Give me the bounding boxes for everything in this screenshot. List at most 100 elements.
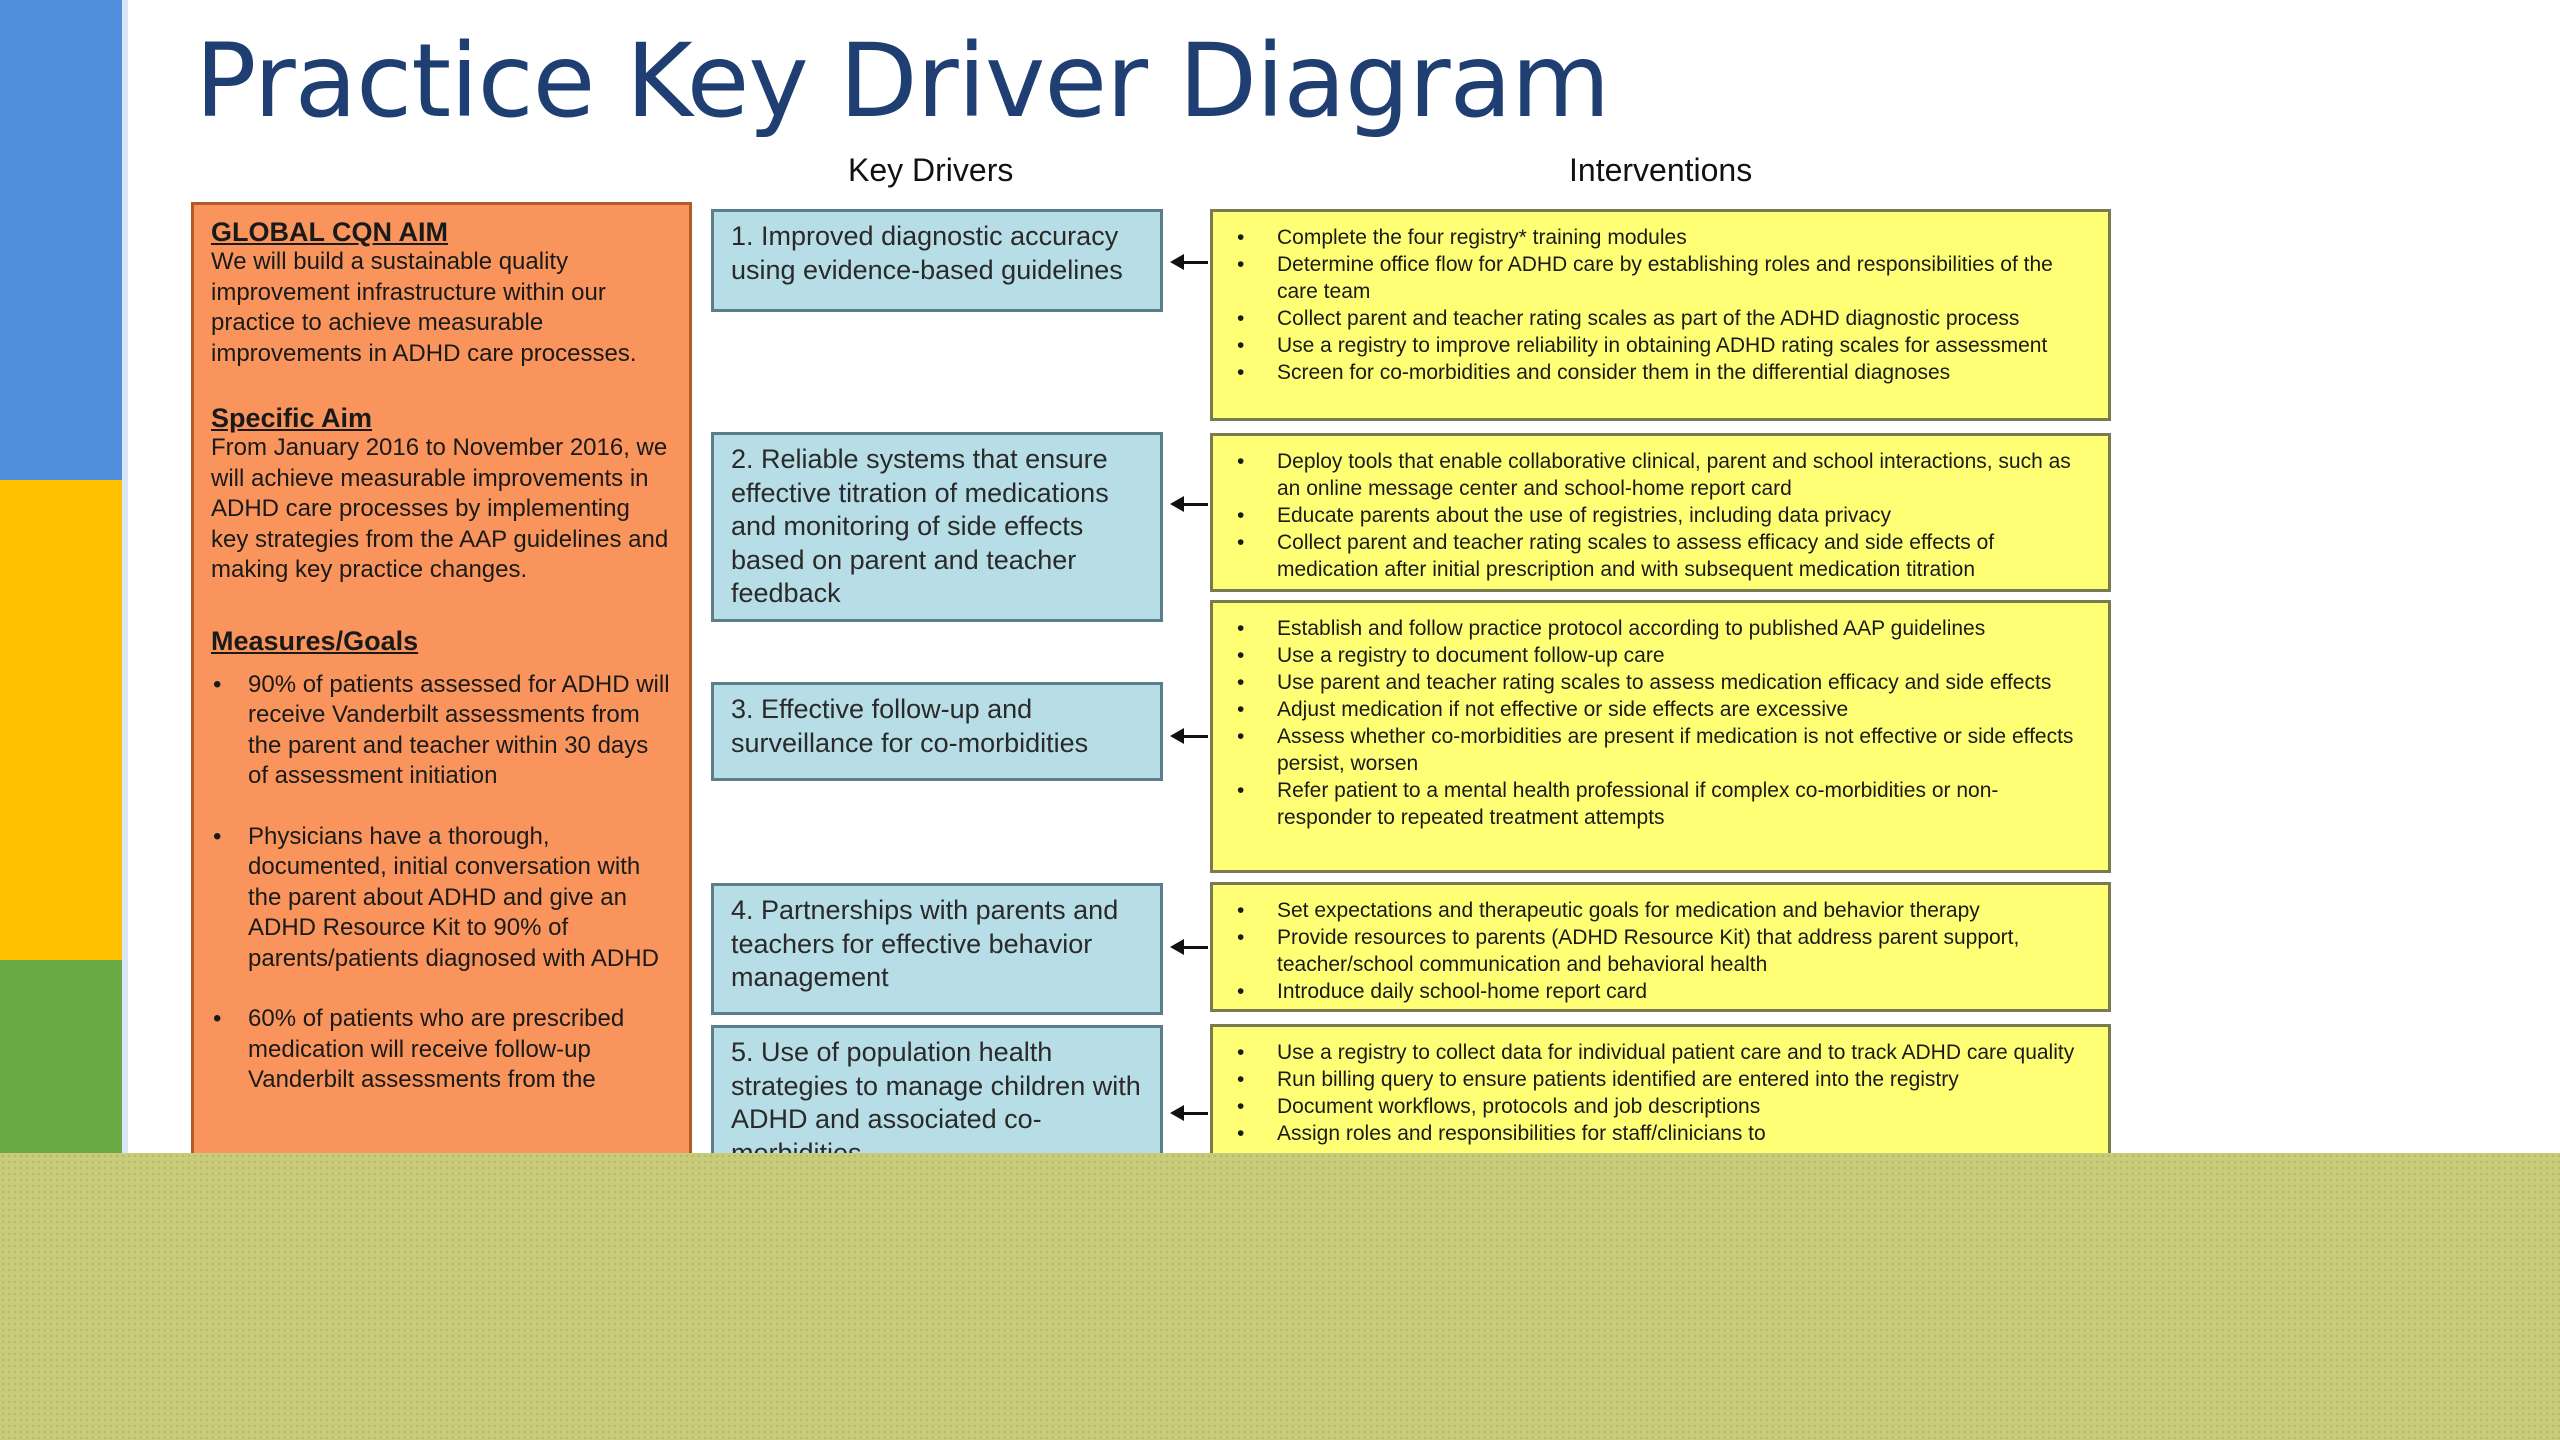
key-drivers-header: Key Drivers [848, 152, 1014, 188]
intervention-text: Screen for co-morbidities and consider t… [1277, 361, 1951, 384]
intervention-item: • Complete the four registry* training mo… [1231, 224, 2088, 251]
aim-box: GLOBAL CQN AIM We will build a sustainab… [191, 202, 692, 1170]
intervention-text: Assign roles and responsibilities for st… [1277, 1122, 1766, 1145]
intervention-item: • Document workflows, protocols and job d… [1231, 1093, 2088, 1120]
driver-box-1: 1. Improved diagnostic accuracy using ev… [711, 209, 1163, 312]
intervention-text: Use parent and teacher rating scales to … [1277, 671, 2052, 694]
intervention-item: • Set expectations and therapeutic goals … [1231, 897, 2088, 924]
left-arrow-icon [1170, 1103, 1210, 1123]
bullet-glyph: • [1237, 1041, 1245, 1064]
measures-list: • 90% of patients assessed for ADHD will … [211, 670, 672, 1096]
bullet-glyph: • [1237, 926, 1245, 949]
bullet-glyph: • [1237, 698, 1245, 721]
intervention-text: Document workflows, protocols and job de… [1277, 1095, 1761, 1118]
intervention-item: • Educate parents about the use of regist… [1231, 502, 2088, 529]
interventions-header: Interventions [1569, 152, 1753, 188]
left-arrow-icon [1170, 726, 1210, 746]
intervention-item: • Collect parent and teacher rating scale… [1231, 305, 2088, 332]
intervention-item: • Use a registry to document follow-up ca… [1231, 642, 2088, 669]
bullet-glyph: • [1237, 1095, 1245, 1118]
intervention-text: Set expectations and therapeutic goals f… [1277, 899, 1980, 922]
intervention-item: • Deploy tools that enable collaborative … [1231, 448, 2088, 502]
intervention-item: • Establish and follow practice protocol … [1231, 615, 2088, 642]
slide-title: Practice Key Driver Diagram [195, 22, 1610, 141]
bullet-glyph: • [1237, 779, 1245, 802]
intervention-item: • Adjust medication if not effective or s… [1231, 696, 2088, 723]
intervention-item: • Refer patient to a mental health profes… [1231, 777, 2088, 831]
global-aim-heading: GLOBAL CQN AIM [211, 217, 448, 247]
bullet-glyph: • [1237, 899, 1245, 922]
intervention-item: • Introduce daily school-home report card [1231, 978, 2088, 1005]
interventions-box-4: • Set expectations and therapeutic goals … [1210, 882, 2111, 1012]
bullet-glyph: • [1237, 980, 1245, 1003]
bullet-glyph: • [1237, 450, 1245, 473]
side-strip-green [0, 960, 122, 1170]
measures-heading: Measures/Goals [211, 625, 419, 656]
intervention-text: Adjust medication if not effective or si… [1277, 698, 1849, 721]
bullet-glyph: • [1237, 644, 1245, 667]
bullet-glyph: • [213, 1005, 222, 1032]
intervention-text: Determine office flow for ADHD care by e… [1277, 253, 2053, 303]
measure-text: 90% of patients assessed for ADHD will r… [248, 670, 670, 790]
intervention-item: • Assess whether co-morbidities are prese… [1231, 723, 2088, 777]
bullet-glyph: • [1237, 617, 1245, 640]
bullet-glyph: • [213, 670, 222, 698]
bullet-glyph: • [1237, 671, 1245, 694]
intervention-text: Run billing query to ensure patients ide… [1277, 1068, 1959, 1091]
interventions-box-2: • Deploy tools that enable collaborative … [1210, 433, 2111, 592]
bullet-glyph: • [1237, 504, 1245, 527]
intervention-item: • Use parent and teacher rating scales to… [1231, 669, 2088, 696]
left-arrow-icon [1170, 252, 1210, 272]
bullet-glyph: • [1237, 531, 1245, 554]
bullet-glyph: • [1237, 307, 1245, 330]
intervention-item: • Collect parent and teacher rating scale… [1231, 529, 2088, 583]
bullet-glyph: • [1237, 725, 1245, 748]
intervention-text: Establish and follow practice protocol a… [1277, 617, 1986, 640]
interventions-box-3: • Establish and follow practice protocol … [1210, 600, 2111, 873]
intervention-text: Use a registry to collect data for indiv… [1277, 1041, 2075, 1064]
bullet-glyph: • [1237, 1122, 1245, 1145]
intervention-item: • Assign roles and responsibilities for s… [1231, 1120, 2088, 1147]
driver-box-2: 2. Reliable systems that ensure effectiv… [711, 432, 1163, 622]
intervention-text: Use a registry to improve reliability in… [1277, 334, 2048, 357]
measure-text: 60% of patients who are prescribed medic… [248, 1005, 625, 1093]
intervention-text: Provide resources to parents (ADHD Resou… [1277, 926, 2020, 976]
intervention-text: Introduce daily school-home report card [1277, 980, 1648, 1003]
measure-item: • 90% of patients assessed for ADHD will … [211, 670, 672, 792]
interventions-box-1: • Complete the four registry* training mo… [1210, 209, 2111, 421]
intervention-item: • Screen for co-morbidities and consider … [1231, 359, 2088, 386]
bullet-glyph: • [1237, 253, 1245, 276]
specific-aim-text: From January 2016 to November 2016, we w… [211, 434, 669, 583]
intervention-text: Assess whether co-morbidities are presen… [1277, 725, 2074, 775]
intervention-item: • Use a registry to improve reliability i… [1231, 332, 2088, 359]
intervention-text: Refer patient to a mental health profess… [1277, 779, 1999, 829]
interventions-box-5: • Use a registry to collect data for indi… [1210, 1024, 2111, 1174]
intervention-item: • Provide resources to parents (ADHD Reso… [1231, 924, 2088, 978]
measure-item: • Physicians have a thorough, documented,… [211, 822, 672, 975]
driver-box-4: 4. Partnerships with parents and teacher… [711, 883, 1163, 1015]
intervention-text: Complete the four registry* training mod… [1277, 226, 1687, 249]
side-strip-edge [122, 0, 128, 1170]
global-aim-text: We will build a sustainable quality impr… [211, 248, 637, 367]
bullet-glyph: • [1237, 226, 1245, 249]
bottom-band [0, 1153, 2560, 1440]
intervention-text: Use a registry to document follow-up car… [1277, 644, 1665, 667]
intervention-item: • Determine office flow for ADHD care by … [1231, 251, 2088, 305]
side-strip-yellow [0, 480, 122, 960]
bullet-glyph: • [1237, 1068, 1245, 1091]
intervention-text: Collect parent and teacher rating scales… [1277, 307, 2020, 330]
intervention-item: • Use a registry to collect data for indi… [1231, 1039, 2088, 1066]
left-arrow-icon [1170, 937, 1210, 957]
measure-item: • 60% of patients who are prescribed medi… [211, 1004, 672, 1096]
bullet-glyph: • [213, 822, 222, 850]
bullet-glyph: • [1237, 334, 1245, 357]
left-arrow-icon [1170, 494, 1210, 514]
intervention-text: Deploy tools that enable collaborative c… [1277, 450, 2071, 500]
side-strip-blue [0, 0, 122, 480]
driver-box-3: 3. Effective follow-up and surveillance … [711, 682, 1163, 781]
bullet-glyph: • [1237, 361, 1245, 384]
measure-text: Physicians have a thorough, documented, … [248, 822, 659, 972]
intervention-text: Educate parents about the use of registr… [1277, 504, 1892, 527]
intervention-text: Collect parent and teacher rating scales… [1277, 531, 1995, 581]
intervention-item: • Run billing query to ensure patients id… [1231, 1066, 2088, 1093]
